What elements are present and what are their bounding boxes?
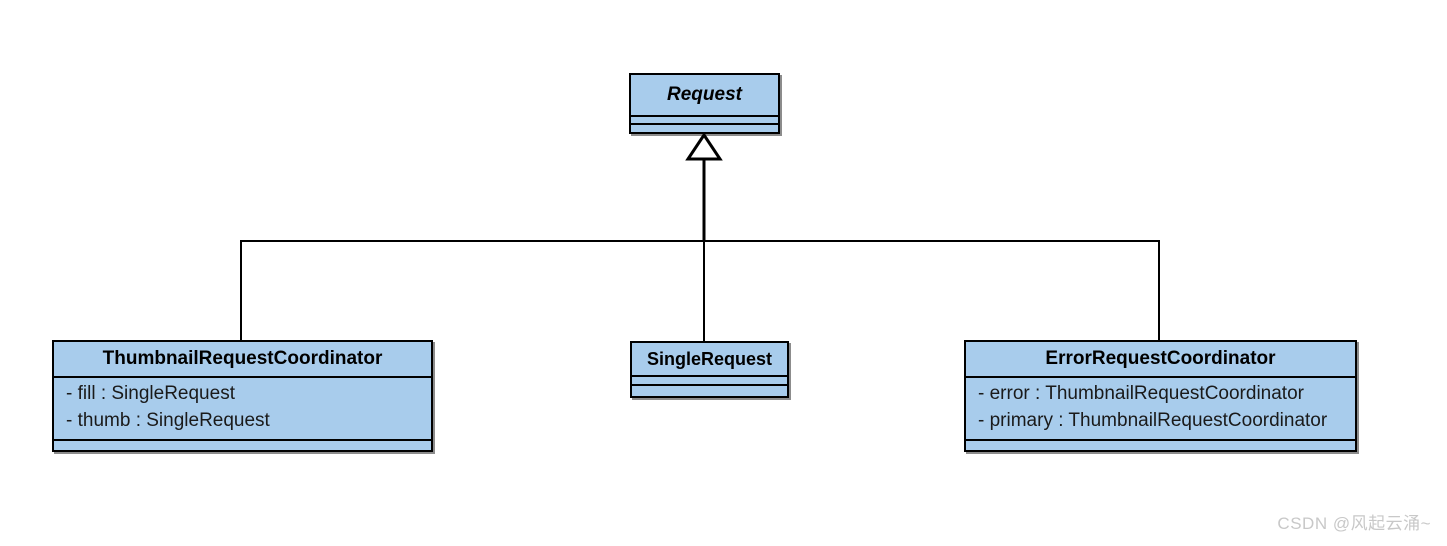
class-name-single-request: SingleRequest (632, 343, 787, 377)
class-box-single-request[interactable]: SingleRequest (630, 341, 789, 398)
operations-compartment-single-request (632, 386, 787, 395)
class-box-error-request-coordinator[interactable]: ErrorRequestCoordinator - error : Thumbn… (964, 340, 1357, 452)
attributes-compartment-request (631, 117, 778, 125)
attribute-row: - error : ThumbnailRequestCoordinator (978, 383, 1304, 404)
operations-compartment-thumbnail-request-coordinator (54, 441, 431, 450)
attributes-compartment-thumbnail-request-coordinator: - fill : SingleRequest - thumb : SingleR… (54, 378, 431, 441)
class-name-thumbnail-request-coordinator: ThumbnailRequestCoordinator (54, 342, 431, 378)
class-name-error-request-coordinator: ErrorRequestCoordinator (966, 342, 1355, 378)
class-box-thumbnail-request-coordinator[interactable]: ThumbnailRequestCoordinator - fill : Sin… (52, 340, 433, 452)
attributes-compartment-error-request-coordinator: - error : ThumbnailRequestCoordinator - … (966, 378, 1355, 441)
class-name-request: Request (631, 75, 778, 117)
class-box-request[interactable]: Request (629, 73, 780, 134)
operations-compartment-error-request-coordinator (966, 441, 1355, 450)
operations-compartment-request (631, 125, 778, 133)
attribute-row: - fill : SingleRequest (66, 383, 235, 404)
generalization-to-request (240, 158, 1160, 341)
inheritance-arrowhead-icon (685, 132, 723, 161)
attributes-compartment-single-request (632, 377, 787, 386)
watermark-text: CSDN @风起云涌~ (1277, 514, 1431, 533)
attribute-row: - primary : ThumbnailRequestCoordinator (978, 409, 1328, 431)
attribute-row: - thumb : SingleRequest (66, 409, 270, 431)
